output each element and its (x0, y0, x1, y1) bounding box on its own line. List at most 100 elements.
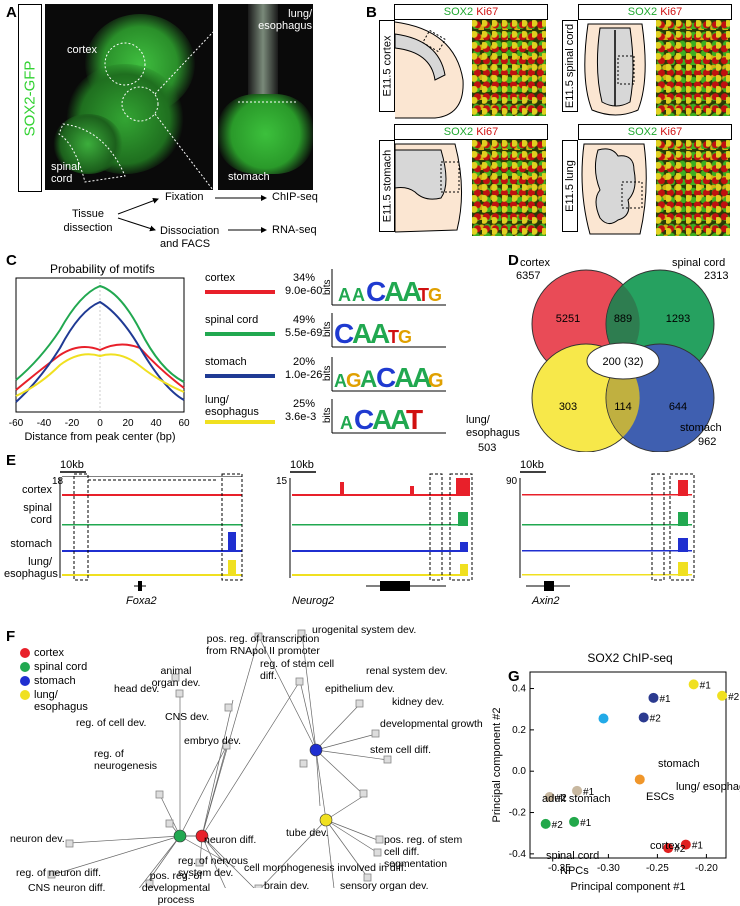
pca-xlabel: Principal component #1 (571, 881, 686, 893)
panel-c-letter: C (6, 252, 17, 269)
label-e115-spinal-cord: E11.5 spinal cord (562, 20, 578, 112)
venn-label-lung-n: 503 (478, 442, 497, 454)
tick-c-1: -40 (37, 418, 52, 429)
pca-ytick-label: -0.2 (509, 808, 527, 819)
track-label-cortex: cortex (22, 484, 52, 496)
pca-xtick-label: -0.20 (695, 863, 718, 874)
label-e115-lung: E11.5 lung (562, 140, 578, 232)
tick-c-6: 60 (178, 418, 190, 429)
venn-label-cortex-n: 6357 (516, 270, 541, 282)
svg-text:A: A (352, 285, 365, 305)
venn-label-stomach-n: 962 (698, 436, 717, 448)
go-term-21: segmentation (384, 858, 448, 870)
pca-point-label: #2 (650, 713, 662, 724)
go-term-12: developmental growth (380, 718, 483, 730)
label-e115-cortex: E11.5 cortex (379, 20, 395, 112)
pca-title: SOX2 ChIP-seq (587, 651, 672, 665)
go-term-3: animal organ dev. (151, 665, 201, 689)
sequence-logos: A A C A A T G C A A T G A G A C A A G A … (322, 269, 446, 435)
panel-f-letter: F (6, 628, 16, 645)
svg-text:T: T (388, 327, 399, 347)
legend-cortex-swatch (205, 290, 275, 294)
svg-text:C: C (376, 362, 396, 393)
pca-point (569, 816, 580, 827)
legend-lung-swatch (205, 420, 275, 424)
bits-label-4: bits (322, 407, 333, 423)
f-legend-stomach: stomach (34, 675, 76, 687)
pca-xtick-label: -0.35 (548, 863, 571, 874)
venn-lung-only: 303 (559, 401, 577, 413)
header-sox2-ki67-2: SOX2 Ki67 (578, 4, 732, 20)
go-term-19: reg. of neuron diff. (16, 867, 102, 879)
go-term-20: reg. of nervous system dev. (178, 855, 249, 879)
svg-text:G: G (346, 370, 362, 392)
tick-c-3: 0 (97, 418, 103, 429)
gene-axin2: Axin2 (532, 595, 560, 607)
svg-text:T: T (418, 285, 429, 305)
venn-label-spinal-n: 2313 (704, 270, 729, 282)
gene-foxa2: Foxa2 (126, 595, 157, 607)
svg-text:A: A (338, 285, 351, 305)
motif-xlabel: Distance from peak center (bp) (24, 431, 175, 443)
legend-stomach-p: 1.0e-26 (285, 369, 323, 381)
lung-schematic (581, 143, 647, 235)
venn-label-lung: lung/ esophagus (466, 414, 520, 439)
cortex-microscopy (472, 20, 546, 116)
legend-lung-name: lung/ esophagus (205, 394, 259, 418)
pca-point-label: #1 (659, 694, 671, 705)
pca-point (648, 692, 659, 703)
go-term-14: stem cell diff. (370, 744, 432, 756)
motif-probability-plot: -60 -40 -20 0 20 40 60 Distance from pea… (9, 277, 190, 443)
pca-point-label: #1 (692, 841, 704, 852)
track-label-lung: lung/ esophagus (4, 556, 58, 580)
go-term-15: neuron dev. (10, 833, 65, 845)
sox2-gfp-label: SOX2-GFP (21, 60, 39, 136)
track-label-spinal: spinal cord (23, 502, 52, 526)
spinal-cord-schematic (584, 23, 646, 116)
flow-rnaseq: RNA-seq (272, 224, 317, 236)
label-lung-esophagus-a: lung/ esophagus (258, 8, 312, 32)
legend-spinal-pct: 49% (293, 314, 316, 326)
ymax-1: 18 (52, 476, 64, 487)
legend-lung-p: 3.6e-3 (285, 411, 317, 423)
pca-point (540, 818, 551, 829)
ymax-2: 15 (276, 476, 288, 487)
f-legend-lung: lung/ esophagus (34, 689, 88, 713)
pca-point-label: #2 (728, 692, 740, 703)
go-term-7: epithelium dev. (325, 683, 395, 695)
gene-neurog2: Neurog2 (292, 595, 335, 607)
header-sox2-ki67-3: SOX2 Ki67 (394, 124, 548, 140)
pca-point-label: #2 (552, 820, 564, 831)
embryo-image: cortex spinal cord (45, 4, 213, 190)
pca-point (663, 843, 674, 854)
legend-stomach-name: stomach (205, 356, 247, 368)
flow-fixation: Fixation (165, 191, 204, 203)
tick-c-2: -20 (65, 418, 80, 429)
venn-label-stomach: stomach (680, 422, 722, 434)
pca-label-cortex-div: cortex (650, 840, 680, 852)
flow-arrows (117, 195, 267, 233)
cortex-schematic (395, 21, 464, 119)
pca-point-label: #2 (556, 793, 568, 804)
header-sox2-ki67-1: SOX2 Ki67 (394, 4, 548, 20)
panel-d-letter: D (508, 252, 519, 269)
venn-label-spinal: spinal cord (672, 257, 726, 269)
go-term-23: sensory organ dev. (340, 880, 429, 892)
tick-c-5: 40 (150, 418, 162, 429)
pca-label-npcs: NPCs (560, 865, 589, 877)
venn-spinal-only: 1293 (666, 313, 690, 325)
svg-text:A: A (372, 404, 392, 435)
pca-point-label: #1 (700, 680, 712, 691)
scale-2: 10kb (290, 459, 314, 471)
tick-c-4: 20 (122, 418, 134, 429)
go-term-2: urogenital system dev. (312, 624, 417, 636)
go-term-10: reg. of cell dev. (76, 717, 147, 729)
panel-e-letter: E (6, 452, 17, 469)
bits-label-1: bits (322, 279, 333, 295)
legend-spinal-p: 5.5e-69 (285, 327, 323, 339)
svg-text:C: C (334, 318, 354, 349)
sox2-gfp-label-box: SOX2-GFP (18, 4, 42, 192)
panel-g-letter: G (508, 668, 520, 685)
scale-3: 10kb (520, 459, 544, 471)
svg-text:T: T (406, 404, 423, 435)
